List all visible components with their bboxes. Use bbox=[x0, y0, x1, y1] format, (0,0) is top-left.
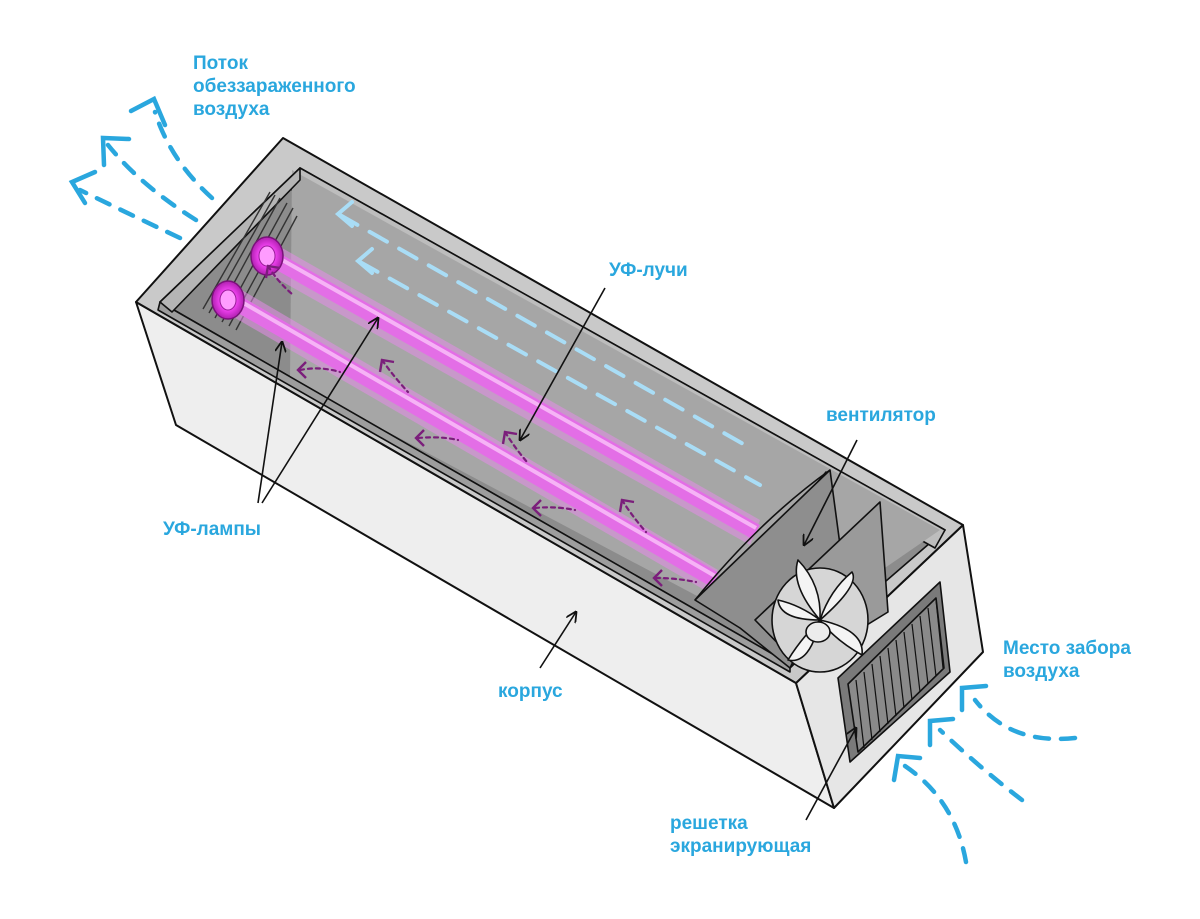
label-clean-air-flow: Поток обеззараженного воздуха bbox=[193, 53, 356, 120]
leader-uv-lamps-b bbox=[261, 318, 378, 504]
label-screen-grille: решетка экранирующая bbox=[670, 813, 812, 857]
clean-air-outflow-arrows bbox=[68, 95, 215, 241]
label-fan: вентилятор bbox=[826, 405, 936, 426]
uv-tube-lower bbox=[223, 291, 720, 587]
screen-grille bbox=[837, 581, 951, 763]
uv-tube-upper bbox=[264, 249, 760, 539]
grille-slats bbox=[855, 599, 944, 749]
uv-lamps bbox=[211, 236, 760, 592]
uv-ray-arrows bbox=[266, 264, 698, 584]
label-uv-rays: УФ-лучи bbox=[609, 260, 688, 281]
label-housing: корпус bbox=[498, 681, 563, 702]
leader-housing bbox=[539, 612, 576, 669]
leader-uv-rays bbox=[520, 287, 606, 440]
leader-grille bbox=[805, 728, 856, 821]
leader-fan bbox=[804, 439, 858, 545]
leader-uv-lamps-a bbox=[257, 342, 282, 504]
label-uv-lamps: УФ-лампы bbox=[163, 519, 262, 540]
air-intake-arrows bbox=[891, 683, 1078, 865]
fan-assembly bbox=[694, 469, 889, 673]
inner-airflow-arrows bbox=[334, 200, 762, 487]
leader-lines bbox=[257, 287, 858, 821]
label-air-intake: Место забора воздуха bbox=[1003, 638, 1131, 682]
